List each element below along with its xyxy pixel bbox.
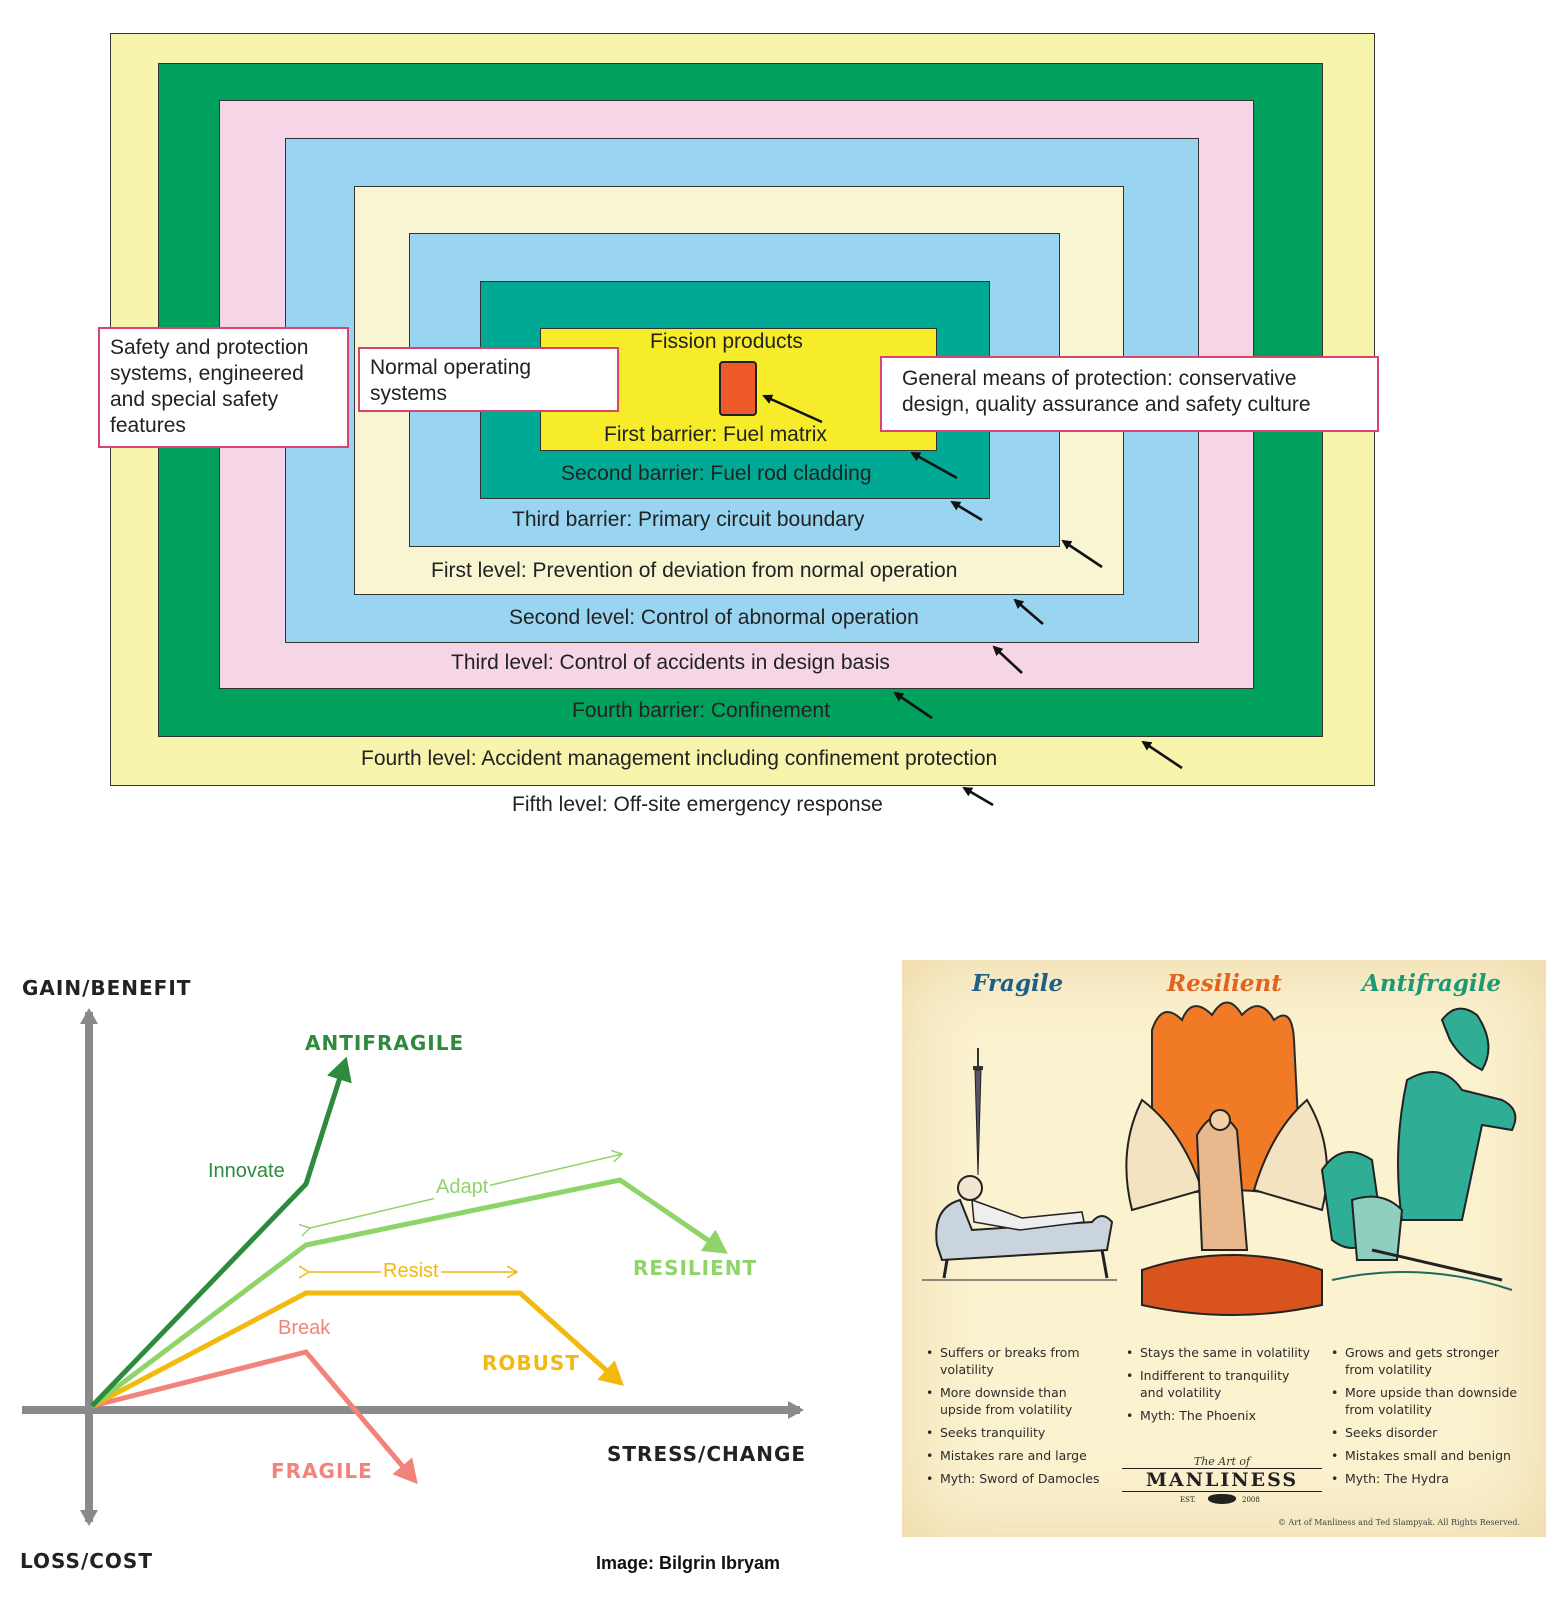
fuel-pellet: [719, 361, 757, 416]
y-axis-top-label: GAIN/BENEFIT: [22, 976, 192, 1000]
innovate-label: Innovate: [208, 1160, 285, 1182]
fragile-resilient-antifragile-poster: Fragile Resilient Antifragile: [902, 960, 1546, 1537]
arrow-fourth-level: [1141, 740, 1183, 770]
arrow-second-barrier: [910, 451, 958, 480]
callout-general-protection: General means of protection: conservativ…: [880, 356, 1379, 432]
resilient-trait: Myth: The Phoenix: [1126, 1407, 1316, 1424]
mustache-icon: [1208, 1494, 1236, 1504]
reclining-man-icon: [922, 1175, 1117, 1281]
antifragile-label: ANTIFRAGILE: [305, 1031, 465, 1055]
callout-safety-systems: Safety and protection systems, engineere…: [98, 327, 349, 448]
fragile-line: [91, 1349, 418, 1485]
poster-fragile-title: Fragile: [972, 970, 1064, 997]
fission-products-label: Fission products: [650, 330, 803, 353]
logo-name: MANLINESS: [1122, 1468, 1322, 1492]
second-barrier-label: Second barrier: Fuel rod cladding: [561, 462, 872, 485]
robust-line: [90, 1290, 624, 1409]
resilient-trait: Indifferent to tranquility and volatilit…: [1126, 1367, 1316, 1401]
logo-script: The Art of: [1193, 1455, 1251, 1468]
resilient-label: RESILIENT: [633, 1256, 758, 1280]
fourth-level-label: Fourth level: Accident management includ…: [361, 747, 998, 770]
third-barrier-label: Third barrier: Primary circuit boundary: [512, 508, 865, 531]
resilient-traits-list: Stays the same in volatility Indifferent…: [1126, 1344, 1316, 1430]
poster-illustrations: [922, 1001, 1517, 1316]
logo-est: EST.: [1180, 1496, 1196, 1504]
arrow-second-level: [1013, 598, 1044, 625]
fragile-trait: Suffers or breaks from volatility: [926, 1344, 1106, 1378]
y-axis-bottom-label: LOSS/COST: [20, 1549, 153, 1573]
image-credit: Image: Bilgrin Ibryam: [596, 1553, 781, 1573]
antifragile-traits-list: Grows and gets stronger from volatility …: [1331, 1344, 1531, 1493]
poster-antifragile-title: Antifragile: [1362, 970, 1502, 997]
logo-footer: EST. 2008: [1122, 1492, 1322, 1510]
fragile-trait: Mistakes rare and large: [926, 1447, 1106, 1464]
fifth-level-label: Fifth level: Off-site emergency response: [512, 793, 883, 816]
stress-graph-svg: [22, 1008, 804, 1526]
poster-resilient-title: Resilient: [1167, 970, 1282, 997]
antifragile-trait: Myth: The Hydra: [1331, 1470, 1531, 1487]
fragile-traits-list: Suffers or breaks from volatility More d…: [926, 1344, 1106, 1493]
robust-label: ROBUST: [482, 1351, 580, 1375]
first-barrier-label: First barrier: Fuel matrix: [604, 423, 827, 446]
arrow-first-level: [1061, 539, 1103, 569]
manliness-logo: The Art of MANLINESS EST. 2008: [1122, 1455, 1322, 1510]
second-level-label: Second level: Control of abnormal operat…: [509, 606, 919, 629]
arrow-fifth-level: [962, 786, 994, 807]
phoenix-icon: [1125, 1001, 1328, 1316]
pointer-arrows: [762, 394, 1183, 807]
logo-year: 2008: [1242, 1496, 1260, 1504]
arrow-fourth-barrier: [893, 691, 933, 720]
break-label: Break: [278, 1317, 331, 1339]
arrow-third-level: [992, 645, 1023, 674]
antifragile-trait: Seeks disorder: [1331, 1424, 1531, 1441]
adapt-label: Adapt: [434, 1176, 491, 1199]
hydra-icon: [1320, 1007, 1517, 1291]
first-level-label: First level: Prevention of deviation fro…: [431, 559, 958, 582]
fragile-trait: More downside than upside from volatilit…: [926, 1384, 1106, 1418]
fragile-trait: Myth: Sword of Damocles: [926, 1470, 1106, 1487]
arrow-third-barrier: [950, 500, 983, 522]
poster-copyright: © Art of Manliness and Ted Slampyak. All…: [1278, 1518, 1521, 1527]
antifragile-trait: Mistakes small and benign: [1331, 1447, 1531, 1464]
resilient-trait: Stays the same in volatility: [1126, 1344, 1316, 1361]
third-level-label: Third level: Control of accidents in des…: [451, 651, 890, 674]
sword-icon: [973, 1048, 983, 1176]
antifragile-trait: More upside than downside from volatilit…: [1331, 1384, 1531, 1418]
arrow-first-barrier: [762, 394, 823, 424]
resist-label: Resist: [381, 1260, 441, 1283]
antifragile-line: [90, 1056, 352, 1408]
callout-normal-systems: Normal operating systems: [358, 347, 619, 412]
fragile-label: FRAGILE: [271, 1459, 373, 1483]
x-axis-label: STRESS/CHANGE: [607, 1442, 807, 1466]
antifragile-trait: Grows and gets stronger from volatility: [1331, 1344, 1531, 1378]
fourth-barrier-label: Fourth barrier: Confinement: [572, 699, 830, 722]
fragile-trait: Seeks tranquility: [926, 1424, 1106, 1441]
